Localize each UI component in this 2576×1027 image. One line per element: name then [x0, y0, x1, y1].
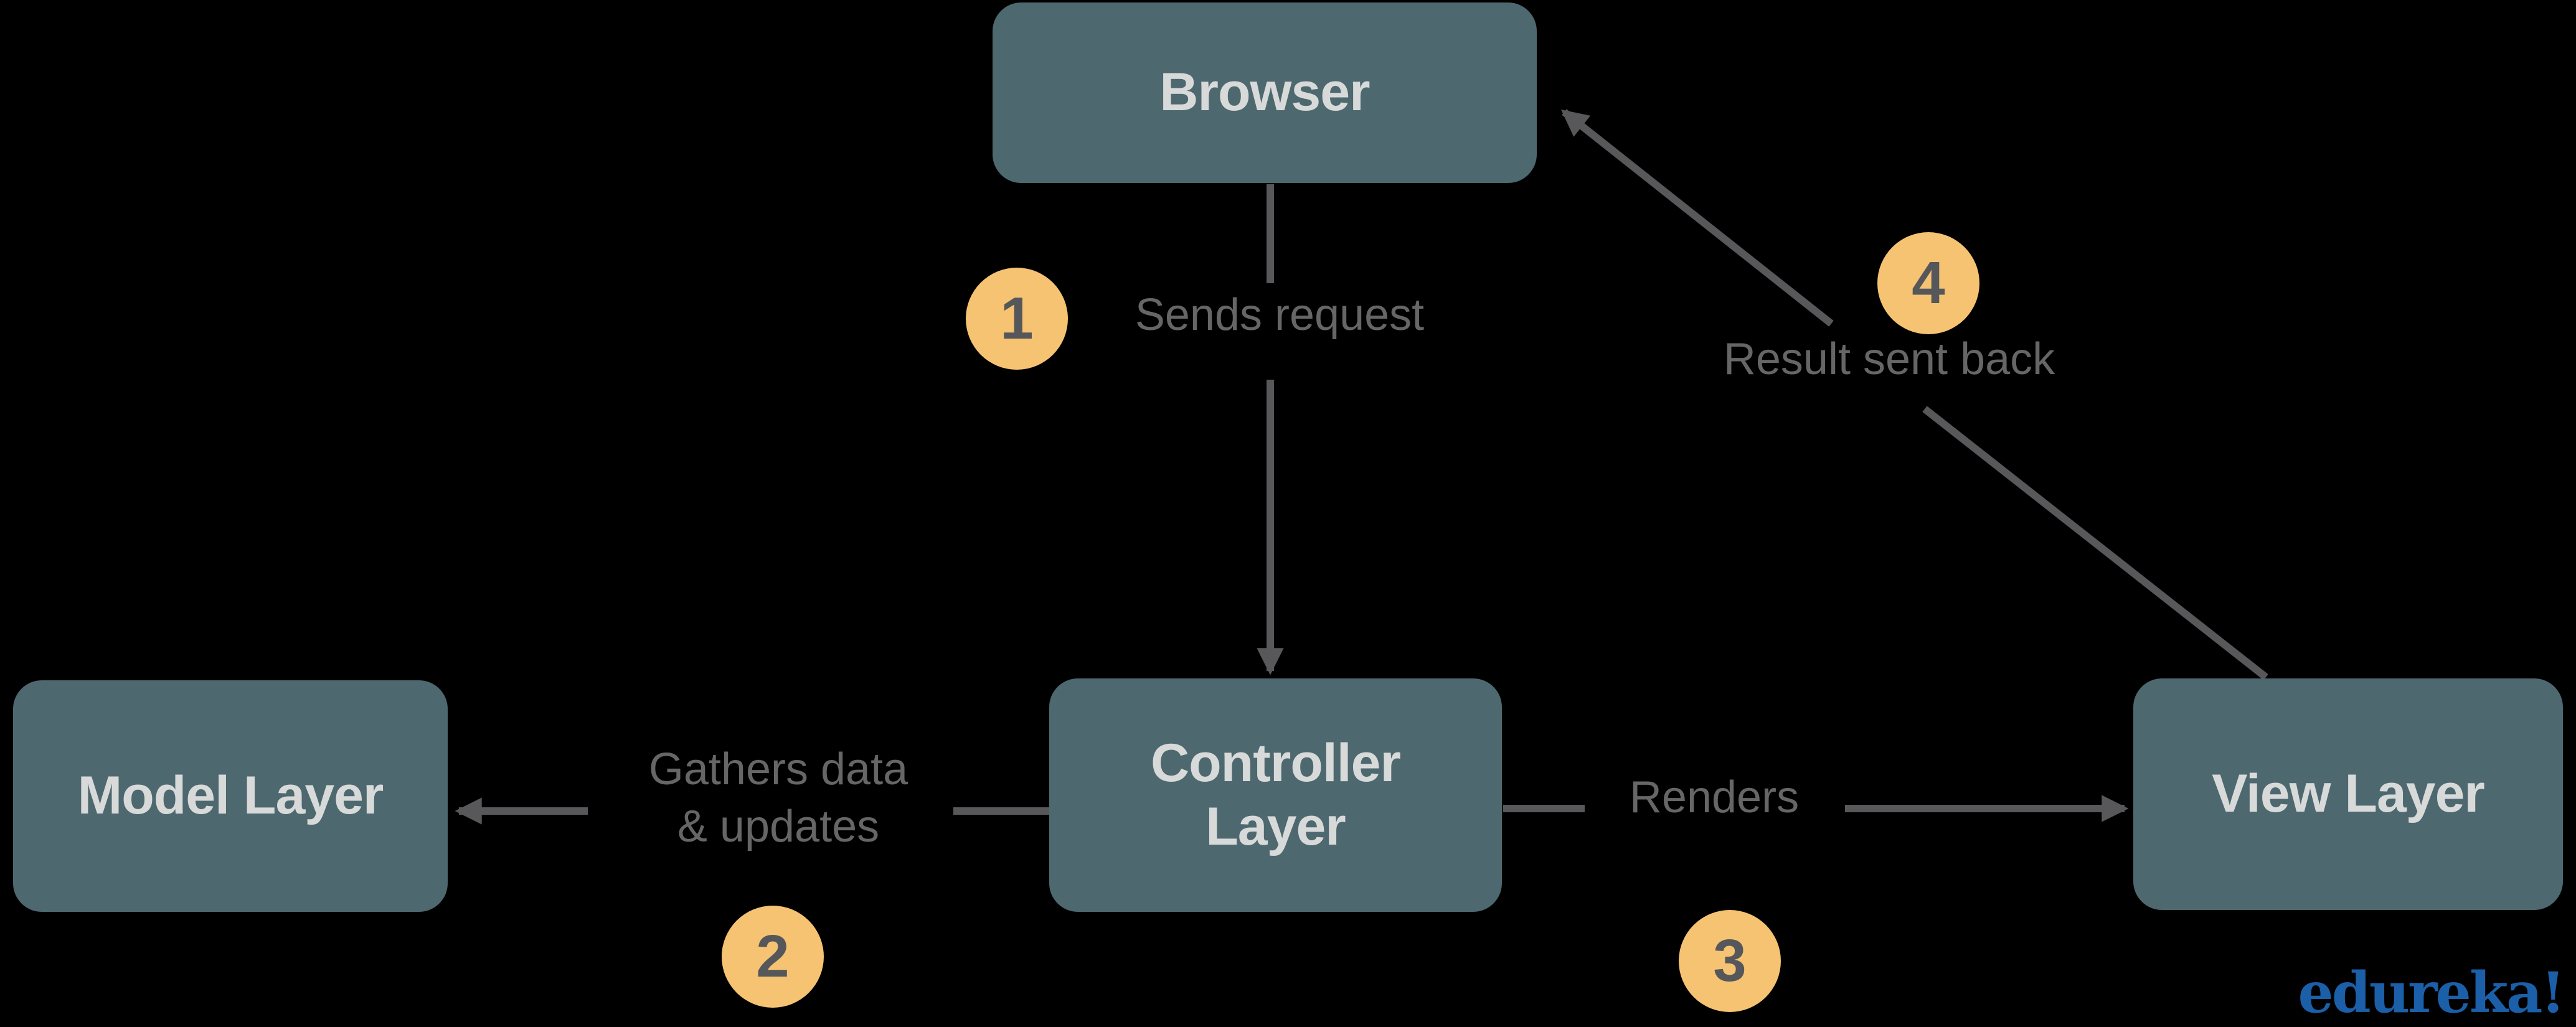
step-badge-4: 4	[1877, 232, 1979, 334]
edge-label-sends-request: Sends request	[1135, 290, 1425, 340]
edge-label-gathers-data-line2: & updates	[677, 802, 880, 851]
node-view-layer-label: View Layer	[2212, 764, 2485, 824]
node-controller-layer: Controller Layer	[1049, 678, 1502, 912]
step-badge-1-number: 1	[1000, 285, 1034, 352]
node-browser-label: Browser	[1159, 62, 1370, 123]
node-model-layer: Model Layer	[13, 680, 448, 912]
edureka-logo: edureka!	[2298, 960, 2565, 1026]
edge-label-gathers-data-line1: Gathers data	[648, 744, 908, 794]
step-badge-4-number: 4	[1912, 250, 1945, 316]
step-badge-2: 2	[722, 906, 824, 1008]
edge-label-gathers-data: Gathers data & updates	[529, 741, 1027, 855]
step-badge-2-number: 2	[756, 923, 790, 990]
edge-label-renders: Renders	[1629, 772, 1800, 822]
arrow-view-to-browser-upper	[1560, 109, 1834, 327]
node-model-layer-label: Model Layer	[77, 766, 384, 826]
step-badge-1: 1	[966, 268, 1068, 370]
arrow-view-to-browser-lower	[1922, 406, 2268, 680]
edge-label-result-sent-back: Result sent back	[1723, 334, 2055, 384]
step-badge-3: 3	[1679, 910, 1781, 1012]
step-badge-3-number: 3	[1713, 927, 1747, 994]
node-browser: Browser	[993, 2, 1537, 183]
node-controller-layer-label: Controller Layer	[1151, 733, 1401, 856]
node-view-layer: View Layer	[2133, 678, 2563, 910]
